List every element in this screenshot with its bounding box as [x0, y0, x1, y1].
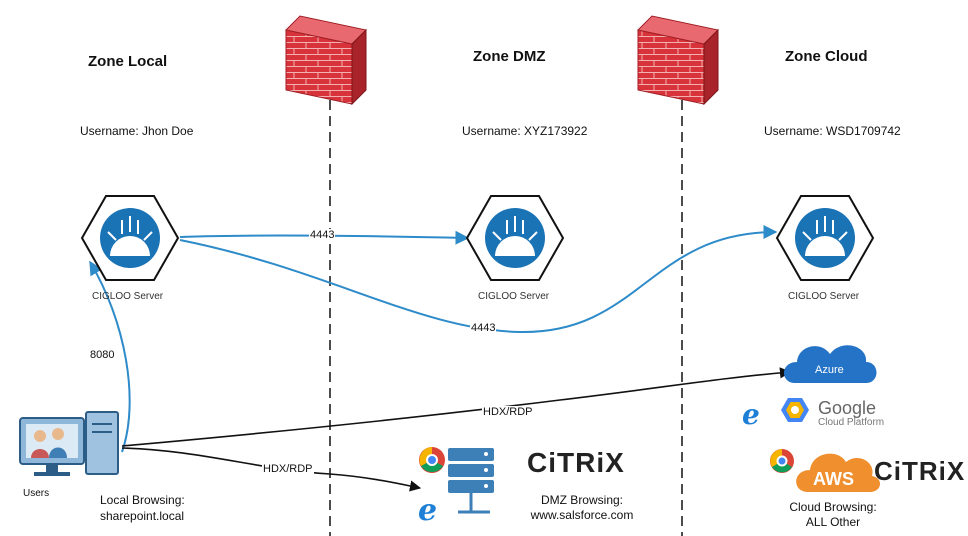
azure-label: Azure [815, 364, 844, 376]
local-browsing-caption: Local Browsing: sharepoint.local [100, 492, 185, 524]
port-label-4443-dmz: 4443 [309, 229, 336, 241]
citrix-logo-cloud: CiTRiX [874, 456, 966, 486]
svg-text:e: e [418, 493, 437, 528]
aws-label: AWS [813, 469, 855, 489]
users-workstation-icon [19, 411, 119, 476]
zone-title-cloud: Zone Cloud [785, 48, 868, 65]
cigloo-server-icon-local [80, 195, 180, 281]
server-label-cloud: CIGLOO Server [788, 291, 860, 302]
svg-text:e: e [742, 398, 760, 431]
cigloo-server-icon-cloud [775, 195, 875, 281]
dmz-browsing-line2: www.salsforce.com [530, 508, 634, 522]
citrix-logo-dmz: CiTRiX [527, 447, 625, 478]
username-local: Username: Jhon Doe [80, 124, 194, 138]
server-label-dmz: CIGLOO Server [478, 291, 550, 302]
link-local-to-cloud [179, 225, 778, 334]
google-cloud-platform: Cloud Platform [818, 417, 885, 428]
server-stack-icon [448, 448, 494, 514]
link-users-to-local [89, 260, 131, 453]
ie-icon-cloud: e [742, 398, 760, 431]
ie-icon-dmz: e [418, 493, 437, 528]
users-label: Users [23, 488, 50, 499]
protocol-label-cloud: HDX/RDP [482, 406, 534, 418]
local-browsing-line2: sharepoint.local [100, 509, 185, 523]
port-label-8080: 8080 [89, 349, 116, 361]
username-dmz: Username: XYZ173922 [462, 124, 588, 138]
google-wordmark: Google [818, 398, 877, 418]
link-users-to-cloud [121, 367, 792, 447]
dmz-browsing-caption: DMZ Browsing: www.salsforce.com [517, 493, 647, 523]
google-cloud-label: Google Cloud Platform [818, 398, 884, 428]
zone-title-local: Zone Local [88, 53, 168, 70]
cigloo-server-icon-dmz [465, 195, 565, 281]
server-label-local: CIGLOO Server [92, 291, 164, 302]
chrome-icon-dmz [419, 447, 445, 473]
google-cloud-icon [781, 398, 809, 422]
username-cloud: Username: WSD1709742 [764, 124, 901, 138]
cloud-browsing-line1: Cloud Browsing: [789, 500, 877, 514]
firewall-icon-1 [284, 15, 368, 106]
cloud-browsing-caption: Cloud Browsing: ALL Other [778, 500, 888, 530]
firewall-icon-2 [636, 15, 720, 106]
port-label-4443-cloud: 4443 [470, 322, 497, 334]
protocol-label-dmz: HDX/RDP [262, 463, 314, 475]
zone-title-dmz: Zone DMZ [473, 48, 546, 65]
chrome-icon-cloud [770, 449, 794, 473]
cloud-browsing-line2: ALL Other [805, 515, 861, 529]
local-browsing-line1: Local Browsing: [100, 493, 185, 507]
aws-cloud-icon [796, 453, 881, 492]
dmz-browsing-line1: DMZ Browsing: [540, 493, 623, 507]
azure-cloud-icon [783, 345, 877, 383]
